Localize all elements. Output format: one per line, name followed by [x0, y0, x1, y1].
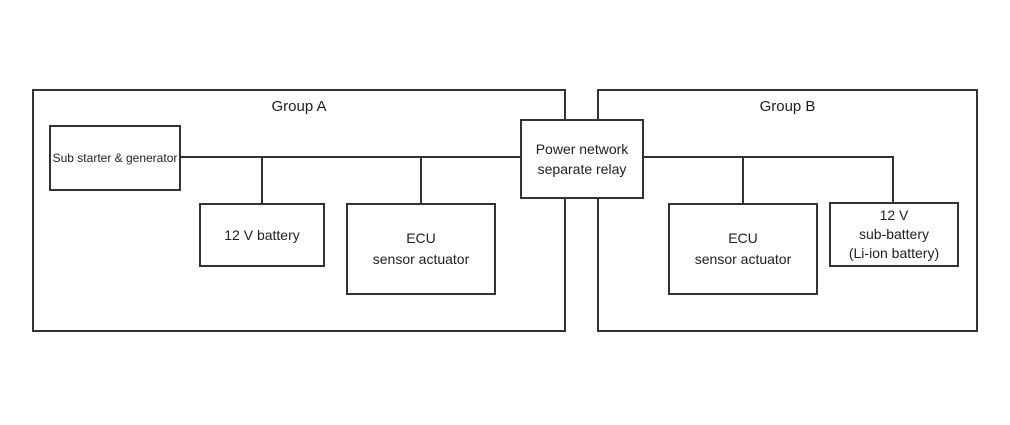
- node-sub-battery-line2: sub-battery: [858, 226, 930, 242]
- node-sub-starter-generator: Sub starter & generator: [49, 125, 181, 191]
- node-relay-line1: Power network: [535, 141, 629, 157]
- group-b-label: Group B: [759, 98, 816, 115]
- group-b-box: Group B: [597, 89, 978, 332]
- connector-sub-battery-b: [892, 157, 894, 203]
- group-a-box: Group A: [32, 89, 566, 332]
- node-ecu-sensor-actuator-a: ECU sensor actuator: [346, 203, 496, 295]
- node-12v-battery: 12 V battery: [199, 203, 325, 267]
- node-sub-battery-line1: 12 V: [879, 207, 909, 223]
- connector-battery-a: [261, 157, 263, 204]
- node-relay-line2: separate relay: [537, 161, 627, 177]
- node-12v-sub-battery: 12 V sub-battery (Li-ion battery): [829, 202, 959, 267]
- bus-line-group-b: [643, 156, 894, 158]
- node-sub-starter-generator-label: Sub starter & generator: [52, 150, 178, 165]
- connector-ecu-b: [742, 157, 744, 204]
- connector-ecu-a: [420, 157, 422, 204]
- node-sub-battery-line3: (Li-ion battery): [848, 245, 940, 261]
- node-12v-battery-label: 12 V battery: [224, 227, 300, 243]
- node-ecu-a-line2: sensor actuator: [372, 251, 470, 267]
- node-ecu-b-line2: sensor actuator: [694, 251, 792, 267]
- bus-line-group-a: [180, 156, 521, 158]
- node-power-network-separate-relay: Power network separate relay: [520, 119, 644, 199]
- node-ecu-sensor-actuator-b: ECU sensor actuator: [668, 203, 818, 295]
- node-ecu-a-line1: ECU: [406, 230, 436, 246]
- node-ecu-b-line1: ECU: [728, 230, 758, 246]
- group-a-label: Group A: [271, 98, 327, 115]
